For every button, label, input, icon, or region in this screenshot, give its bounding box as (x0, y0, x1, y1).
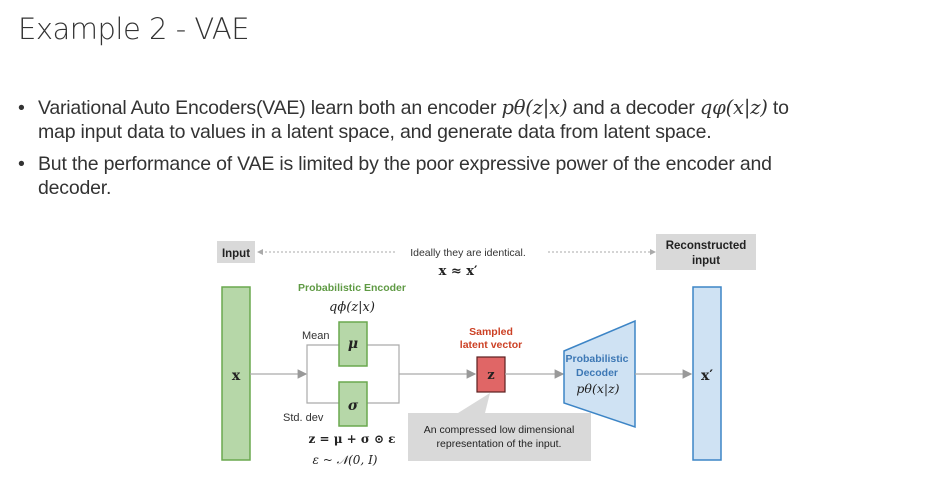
decoder-formula: qφ(x|z) (699, 96, 768, 119)
bullet-item: • Variational Auto Encoders(VAE) learn b… (16, 96, 916, 144)
bullet-text: But the performance of VAE is limited by… (38, 153, 772, 175)
bullet-item: • But the performance of VAE is limited … (16, 152, 916, 200)
encoder-formula: pθ(z|x) (501, 96, 568, 119)
callout-line1: An compressed low dimensional (424, 424, 575, 436)
encoder-merge-lines (367, 344, 400, 404)
bullet-text: Variational Auto Encoders(VAE) learn bot… (38, 97, 502, 119)
input-x-block (221, 286, 251, 461)
noise-equation: ε ~ 𝒩(0, I) (313, 453, 378, 467)
mu-symbol: μ (348, 336, 358, 352)
mean-label: Mean (302, 330, 330, 342)
bullet-text: and a decoder (567, 97, 700, 119)
bullet-text: map input data to values in a latent spa… (38, 121, 712, 143)
sampled-label-line2: latent vector (460, 339, 522, 351)
encoder-math: qϕ(z|x) (329, 300, 375, 315)
bullet-dot: • (18, 153, 25, 175)
sigma-block (338, 381, 368, 427)
reparameterization-equation: z = μ + σ ⊙ ε (309, 432, 396, 446)
decoder-label-line1: Probabilistic (565, 353, 628, 365)
ideal-text: Ideally they are identical. (410, 247, 526, 259)
decoder-block (563, 319, 636, 429)
input-label-box (217, 241, 255, 263)
bullet-dot: • (18, 97, 25, 119)
z-symbol: z (487, 368, 494, 383)
output-x-prime-symbol: x′ (701, 368, 713, 384)
encoder-title: Probabilistic Encoder (298, 282, 406, 294)
input-label: Input (222, 248, 250, 260)
sampled-label-line1: Sampled (469, 326, 513, 338)
std-dev-label: Std. dev (283, 412, 324, 424)
bullet-text: to (767, 97, 789, 119)
input-x-symbol: x (232, 368, 241, 384)
encoder-branch-lines (306, 344, 339, 404)
z-block (476, 356, 506, 393)
ideal-math: x ≈ x′ (439, 264, 478, 279)
reconstructed-label-line2: input (692, 255, 720, 267)
reconstructed-label-box (656, 234, 756, 270)
bullet-list: • Variational Auto Encoders(VAE) learn b… (16, 96, 916, 208)
sigma-symbol: σ (348, 398, 359, 414)
mu-block (338, 321, 368, 367)
slide-title: Example 2 - VAE (18, 12, 250, 46)
reconstructed-label-line1: Reconstructed (666, 240, 747, 252)
bullet-text: decoder. (38, 177, 112, 199)
callout-line2: representation of the input. (437, 438, 562, 450)
decoder-label-line2: Decoder (576, 367, 618, 379)
callout-bubble (408, 393, 591, 461)
output-x-prime-block (692, 286, 722, 461)
decoder-math: pθ(x|z) (576, 381, 619, 396)
